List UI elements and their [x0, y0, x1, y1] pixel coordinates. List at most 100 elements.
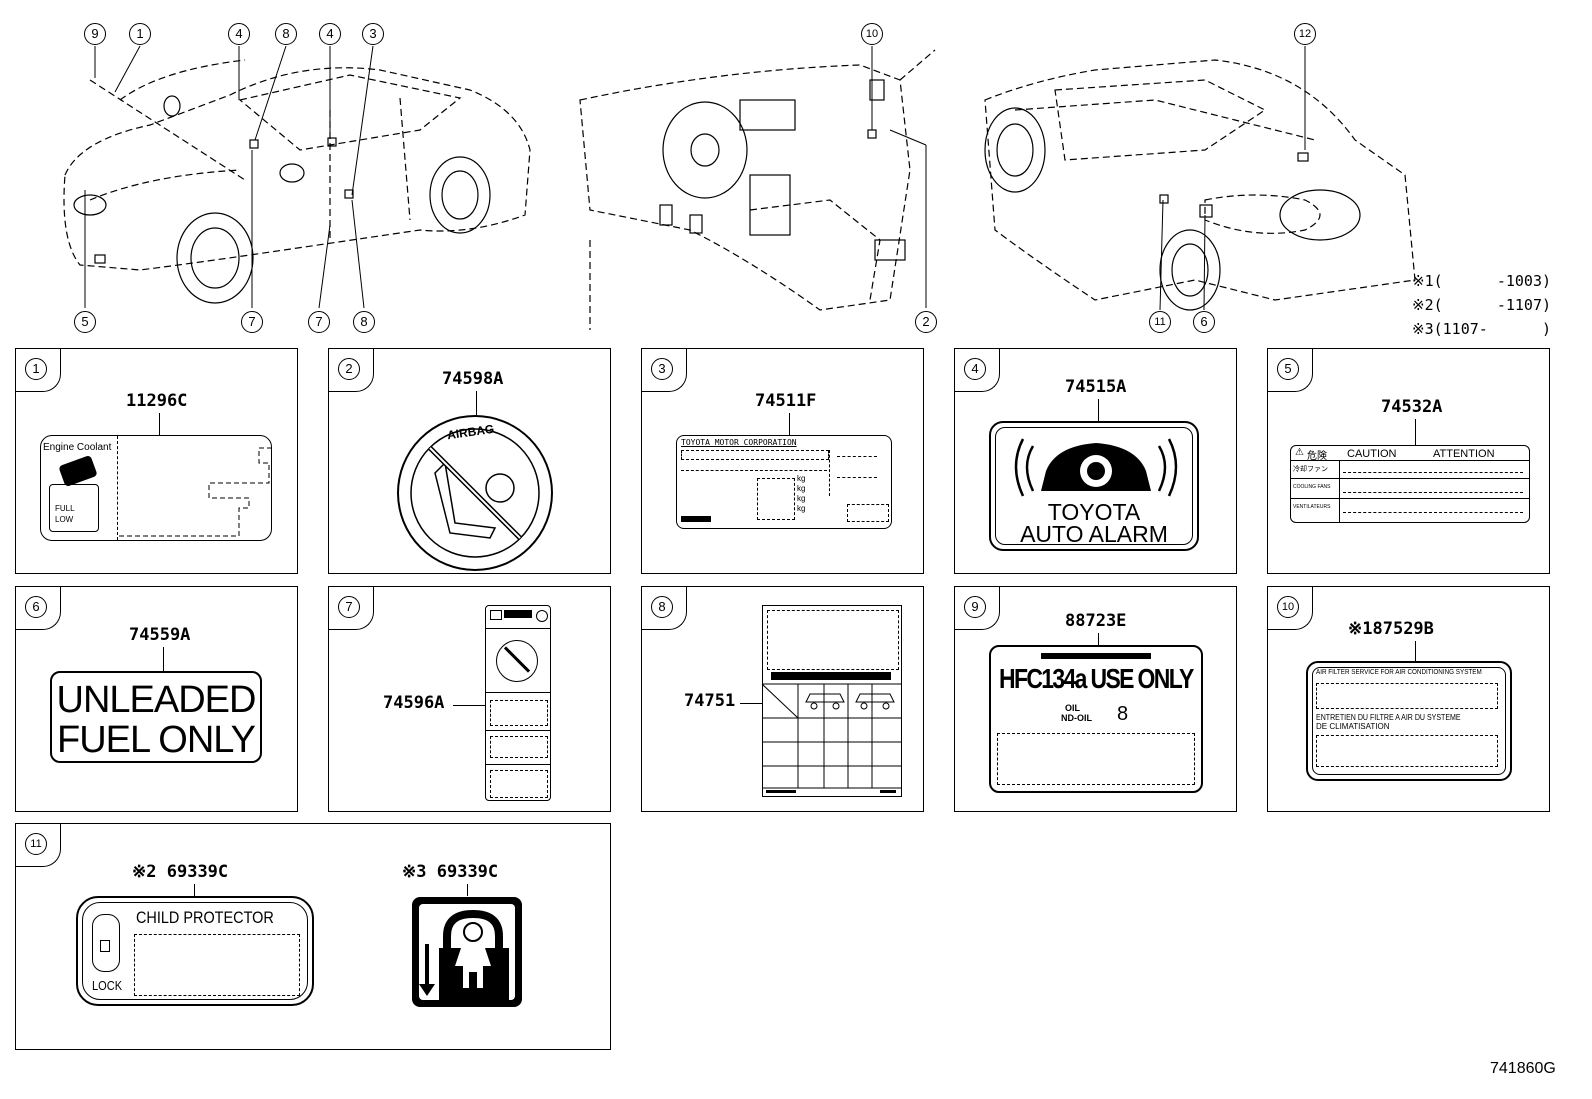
panel-7: 7 74596A: [328, 586, 611, 812]
callout-9: 9: [84, 23, 106, 45]
lock-switch-icon: [92, 914, 120, 972]
note-1: ※1( -1003): [1412, 272, 1552, 290]
auto-alarm-label: TOYOTA AUTO ALARM: [989, 421, 1199, 551]
fuel-line-2: FUEL ONLY: [57, 719, 256, 761]
coolant-title: Engine Coolant: [43, 442, 112, 453]
tire-airbag-label: [485, 605, 551, 801]
kg-1: kg: [797, 474, 806, 483]
leader-line: [1415, 641, 1416, 661]
panel-1: 1 11296C Engine Coolant FULL LOW: [15, 348, 298, 574]
tire-pressure-grid: [761, 683, 902, 793]
part-number-child-lock-icon: ※3 69339C: [402, 862, 498, 882]
panel-2: 2 74598A AIRBAG: [328, 348, 611, 574]
panel-number: 1: [25, 358, 47, 380]
kg-3: kg: [797, 494, 806, 503]
callout-11: 11: [1149, 311, 1171, 333]
panel-tab: 8: [641, 586, 687, 630]
note-2: ※2( -1107): [1412, 296, 1552, 314]
panel-tab: 9: [954, 586, 1000, 630]
part-number: 88723E: [1065, 611, 1127, 631]
panel-tab: 10: [1267, 586, 1313, 630]
callout-2: 2: [915, 311, 937, 333]
hfc-text: HFC134a USE ONLY: [999, 663, 1194, 694]
car-front-view-drawing: [63, 45, 531, 309]
panel-number: 8: [651, 596, 673, 618]
full-mark: FULL: [55, 504, 75, 513]
leader-line: [453, 705, 485, 706]
callout-3: 3: [362, 23, 384, 45]
panel-11: 11 ※2 69339C LOCK CHILD PROTECTOR ※3 693…: [15, 823, 611, 1050]
panel-tab: 7: [328, 586, 374, 630]
part-number: 74751: [684, 691, 736, 711]
airbag-warning-label: [397, 415, 553, 571]
callout-8a: 8: [275, 23, 297, 45]
danger-jp: 危険: [1307, 451, 1327, 462]
text-block-outline: [119, 447, 274, 537]
note-mark: ※1: [1348, 619, 1373, 639]
part-number-child-protector: ※2 69339C: [132, 862, 228, 882]
attention-text: ATTENTION: [1433, 448, 1495, 460]
air-filter-fr-1: ENTRETIEN DU FILTRE A AIR DU SYSTEME: [1316, 713, 1461, 722]
part-number: 74532A: [1381, 397, 1443, 417]
child-protector-label: LOCK CHILD PROTECTOR: [76, 896, 314, 1006]
part-number: ※187529B: [1348, 619, 1434, 639]
leader-line: [467, 884, 468, 896]
refrigerant-label: HFC134a USE ONLY OIL ND-OIL 8: [989, 645, 1203, 793]
callout-6: 6: [1193, 311, 1215, 333]
leader-line: [163, 647, 164, 671]
part-number: 11296C: [126, 391, 188, 411]
panel-tab: 5: [1267, 348, 1313, 392]
panel-tab: 4: [954, 348, 1000, 392]
child-protector-title: CHILD PROTECTOR: [136, 908, 274, 927]
air-filter-fr-2: DE CLIMATISATION: [1316, 722, 1390, 731]
leader-line: [1415, 419, 1416, 445]
panel-number: 9: [964, 596, 986, 618]
panel-number: 3: [651, 358, 673, 380]
panel-tab: 6: [15, 586, 61, 630]
fan-caution-label: ⚠ 危険 CAUTION ATTENTION 冷却ファン COOLING FAN…: [1290, 445, 1530, 523]
note-3: ※3(1107- ): [1412, 320, 1552, 338]
panel-number: 7: [338, 596, 360, 618]
callout-12: 12: [1294, 23, 1316, 45]
leader-line: [740, 703, 762, 704]
panel-number: 6: [25, 596, 47, 618]
note-mark: ※3: [402, 862, 427, 882]
ventilateurs: VENTILATEURS: [1293, 504, 1331, 510]
callout-5: 5: [74, 311, 96, 333]
engine-coolant-label: Engine Coolant FULL LOW: [40, 435, 274, 541]
figure-id: 741860G: [1490, 1060, 1556, 1077]
panel-tab: 3: [641, 348, 687, 392]
panel-number: 4: [964, 358, 986, 380]
alarm-line-1: TOYOTA: [1047, 499, 1141, 525]
panel-number: 5: [1277, 358, 1299, 380]
callout-8b: 8: [353, 311, 375, 333]
panel-10: 10 ※187529B AIR FILTER SERVICE FOR AIR C…: [1267, 586, 1550, 812]
part-number-value: 87529B: [1372, 619, 1434, 639]
lock-text: LOCK: [92, 978, 123, 993]
kg-2: kg: [797, 484, 806, 493]
panel-4: 4 74515A TOYOTA AUTO ALARM: [954, 348, 1237, 574]
callout-10: 10: [861, 23, 883, 45]
callout-1: 1: [129, 23, 151, 45]
callout-7a: 7: [241, 311, 263, 333]
caution-text: CAUTION: [1347, 448, 1397, 460]
kg-4: kg: [797, 504, 806, 513]
maker-text: TOYOTA MOTOR CORPORATION: [681, 438, 797, 447]
panel-number: 10: [1277, 596, 1299, 618]
panel-3: 3 74511F TOYOTA MOTOR CORPORATION kg kg …: [641, 348, 924, 574]
child-lock-icon-label: [412, 897, 522, 1007]
oil-number: 8: [1117, 703, 1129, 725]
leader-line: [476, 391, 477, 415]
fan-jp: 冷却ファン: [1293, 466, 1328, 473]
coolant-pour-icon: [58, 454, 98, 488]
oil-text: OIL: [1065, 703, 1080, 713]
vehicle-info-label: TOYOTA MOTOR CORPORATION kg kg kg kg: [676, 435, 892, 529]
panel-5: 5 74532A ⚠ 危険 CAUTION ATTENTION 冷却ファン CO…: [1267, 348, 1550, 574]
tire-pressure-label: [761, 605, 902, 797]
alarm-line-2: AUTO ALARM: [1020, 521, 1168, 547]
panel-6: 6 74559A UNLEADED FUEL ONLY: [15, 586, 298, 812]
panel-tab: 1: [15, 348, 61, 392]
air-filter-en: AIR FILTER SERVICE FOR AIR CONDITIONING …: [1316, 669, 1482, 676]
car-alarm-icon: [1014, 438, 1178, 497]
part-number-value: 69339C: [436, 862, 499, 882]
